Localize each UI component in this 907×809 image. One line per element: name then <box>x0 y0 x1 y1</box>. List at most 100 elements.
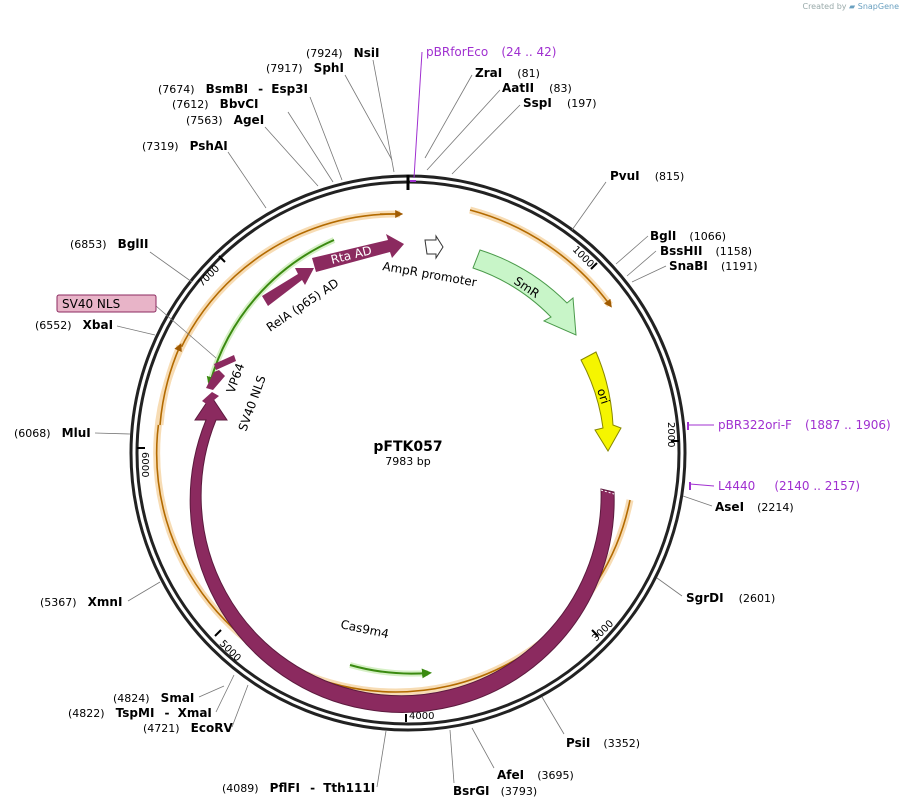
site-pflfI-name: PflFI <box>270 781 300 795</box>
primer-l4440-range: (2140 .. 2157) <box>774 479 860 493</box>
site-xbaI: (6552) XbaI <box>35 314 113 333</box>
site-psiI-name: PsiI <box>566 736 590 750</box>
site-labels: (7924) NsiI (7917) SphI (7674) BsmBI - E… <box>14 46 794 799</box>
site-aatII: AatII (83) <box>502 77 572 96</box>
tick-label-7000: 7000 <box>196 263 222 289</box>
site-leader-lines <box>94 59 713 788</box>
leader-pshaI <box>227 151 267 209</box>
site-smaI-name: SmaI <box>161 691 195 705</box>
leader-xmnI <box>127 581 161 602</box>
site-sphI-name: SphI <box>314 61 344 75</box>
green-orf-bottom <box>349 664 432 679</box>
leader-snabI <box>631 265 667 283</box>
site-bsmbI-name: BsmBI <box>206 82 248 96</box>
site-psiI-pos: (3352) <box>603 737 640 750</box>
tick-5000 <box>214 629 222 637</box>
site-zraI-name: ZraI <box>475 66 502 80</box>
site-aatII-pos: (83) <box>549 82 572 95</box>
leader-zraI <box>424 74 473 159</box>
leader-psiI <box>541 696 565 735</box>
tick-label-5000: 5000 <box>217 638 243 664</box>
leader-bsshII <box>626 250 657 277</box>
site-bbvcI-pos: (7612) <box>172 98 209 111</box>
primer-pbr322ori-f: pBR322ori-F (1887 .. 1906) <box>718 414 891 433</box>
leader-pvuI <box>571 181 607 231</box>
leader-aseI <box>682 495 713 507</box>
site-sgrdI-pos: (2601) <box>739 592 776 605</box>
tick-label-4000: 4000 <box>409 711 434 722</box>
leader-pbrforeco <box>413 51 423 179</box>
leader-sgrdI <box>656 577 683 597</box>
site-aatII-name: AatII <box>502 81 534 95</box>
site-bbvcI-name: BbvCI <box>220 97 259 111</box>
site-ecorv-pos: (4721) <box>143 722 180 735</box>
site-bsmbI: (7674) BsmBI - Esp3I <box>158 78 308 97</box>
orf-arc-small-glow <box>156 344 184 426</box>
site-nsiI-pos: (7924) <box>306 47 343 60</box>
site-pshaI-name: PshAI <box>190 139 228 153</box>
site-mluI-name: MluI <box>62 426 91 440</box>
tick-marks <box>137 255 679 722</box>
leader-sphI <box>344 74 393 161</box>
leader-xbaI <box>116 325 156 336</box>
site-tth111I-name: Tth111I <box>323 781 375 795</box>
ampr-promoter-arrow <box>424 234 444 260</box>
site-bbvcI: (7612) BbvCI <box>172 93 259 112</box>
site-tspmI-sep: - <box>165 706 170 720</box>
site-ecorv: (4721) EcoRV <box>143 717 233 736</box>
site-pshaI: (7319) PshAI <box>142 135 228 154</box>
site-ecorv-name: EcoRV <box>191 721 234 735</box>
cas9-break-2 <box>288 609 297 621</box>
site-zraI: ZraI (81) <box>475 62 540 81</box>
primer-pbrforeco: pBRforEco (24 .. 42) <box>426 41 556 60</box>
primer-pbr322ori-f-name: pBR322ori-F <box>718 418 792 432</box>
site-xmnI-pos: (5367) <box>40 596 77 609</box>
site-xmnI-name: XmnI <box>88 595 123 609</box>
site-xbaI-pos: (6552) <box>35 319 72 332</box>
site-nsiI-name: NsiI <box>354 46 380 60</box>
site-sspI-pos: (197) <box>567 97 597 110</box>
leader-l4440 <box>689 483 715 487</box>
primer-l4440-name: L4440 <box>718 479 755 493</box>
site-snabI: SnaBI (1191) <box>669 255 758 274</box>
tick-label-6000: 6000 <box>139 452 150 477</box>
site-bsmbI-pos: (7674) <box>158 83 195 96</box>
cas9-label: Cas9m4 <box>339 617 390 641</box>
site-tspmI: (4822) TspMI - XmaI <box>68 702 212 721</box>
site-mluI: (6068) MluI <box>14 422 91 441</box>
site-bglI: BglI (1066) <box>650 225 726 244</box>
sv40-nls-arrow-2 <box>202 392 219 405</box>
site-ageI-name: AgeI <box>234 113 264 127</box>
site-sgrdI: SgrDI (2601) <box>686 587 775 606</box>
sv40-nls-box-label: SV40 NLS <box>62 297 120 311</box>
leader-mluI <box>94 432 131 435</box>
site-tspmI-name: TspMI <box>116 706 155 720</box>
site-mluI-pos: (6068) <box>14 427 51 440</box>
site-ageI-pos: (7563) <box>186 114 223 127</box>
plasmid-length: 7983 bp <box>385 455 430 468</box>
leader-bsmbI <box>309 96 343 181</box>
cas9-arrow <box>189 395 615 713</box>
ori-arrow <box>580 351 622 452</box>
site-bsrgI-pos: (3793) <box>501 785 538 798</box>
site-zraI-pos: (81) <box>517 67 540 80</box>
primer-pbrforeco-range: (24 .. 42) <box>501 45 556 59</box>
tick-label-2000: 2000 <box>665 422 676 447</box>
leader-ecorv <box>231 684 249 728</box>
leader-bsrgI <box>449 729 455 784</box>
site-sgrdI-name: SgrDI <box>686 591 724 605</box>
site-afeI-name: AfeI <box>497 768 524 782</box>
tick-3000 <box>591 629 599 637</box>
site-bsrgI: BsrGI (3793) <box>453 780 537 799</box>
site-bsshII-pos: (1158) <box>716 245 753 258</box>
orf-arc-small <box>159 343 182 426</box>
site-sphI: (7917) SphI <box>266 57 344 76</box>
tick-7000 <box>218 255 226 263</box>
ampr-promoter-label: AmpR promoter <box>381 259 477 289</box>
site-aseI: AseI (2214) <box>715 496 794 515</box>
site-afeI: AfeI (3695) <box>497 764 574 783</box>
primer-l4440: L4440 (2140 .. 2157) <box>718 475 860 494</box>
leader-nls <box>155 305 217 359</box>
site-pflfI-sep: - <box>310 781 315 795</box>
sv40-nls-box: SV40 NLS <box>56 294 157 313</box>
